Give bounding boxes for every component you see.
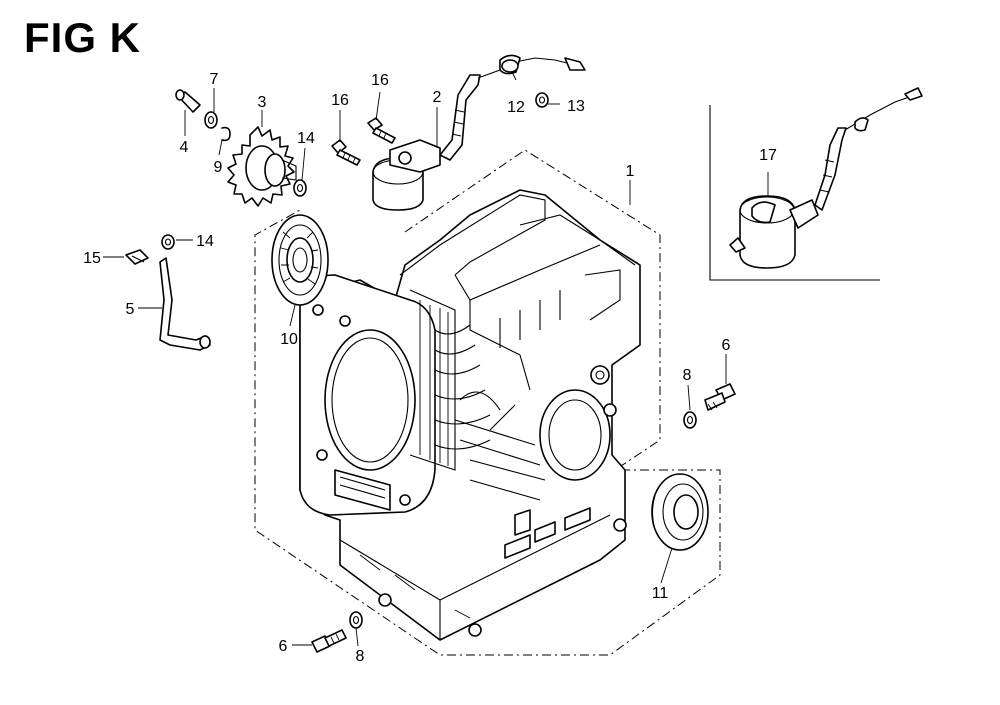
callout-7: 7 bbox=[210, 71, 219, 88]
inset-frame bbox=[709, 105, 880, 281]
crankcase-part-1 bbox=[299, 189, 641, 641]
callout-15: 15 bbox=[83, 250, 101, 267]
callout-2: 2 bbox=[433, 89, 442, 106]
nut-part-13 bbox=[535, 92, 549, 108]
bearing-part-10 bbox=[271, 214, 329, 306]
clip-part-9 bbox=[221, 126, 231, 142]
oil-seal-part-11 bbox=[651, 473, 709, 551]
grommet-part-12 bbox=[501, 59, 519, 73]
washer-part-7 bbox=[204, 111, 218, 129]
callout-17: 17 bbox=[759, 147, 777, 164]
callout-9: 9 bbox=[214, 159, 223, 176]
callout-16-left: 16 bbox=[331, 92, 349, 109]
callout-11: 11 bbox=[652, 585, 669, 602]
nut-part-14-lower bbox=[161, 234, 175, 250]
callout-14-upper: 14 bbox=[297, 130, 315, 147]
callout-labels: 7 3 4 9 14 16 16 2 12 13 1 17 15 14 5 10… bbox=[83, 71, 777, 665]
bolt-part-6-right bbox=[704, 383, 736, 411]
callout-1: 1 bbox=[626, 163, 635, 180]
oil-level-switch-part-2 bbox=[372, 54, 586, 211]
callout-6-right: 6 bbox=[722, 337, 731, 354]
washer-part-8-left bbox=[349, 611, 363, 629]
oil-alert-unit-part-17 bbox=[729, 87, 923, 269]
callout-16-right: 16 bbox=[371, 72, 389, 89]
crankcase-assembly-outline bbox=[254, 149, 721, 656]
callout-14-lower: 14 bbox=[196, 233, 214, 250]
callout-6-left: 6 bbox=[279, 638, 288, 655]
callout-4: 4 bbox=[180, 139, 189, 156]
callout-5: 5 bbox=[126, 301, 135, 318]
callout-3: 3 bbox=[258, 94, 267, 111]
callout-8-left: 8 bbox=[356, 648, 365, 665]
clip-part-15 bbox=[125, 249, 149, 265]
governor-gear-part-3 bbox=[227, 126, 297, 207]
governor-slider-part-4 bbox=[175, 89, 201, 113]
governor-arm-part-5 bbox=[159, 257, 211, 351]
washer-part-8-right bbox=[683, 411, 697, 429]
callout-10: 10 bbox=[280, 331, 298, 348]
bolt-part-16-right bbox=[367, 117, 396, 144]
callout-8-right: 8 bbox=[683, 367, 692, 384]
bolt-part-16-left bbox=[331, 139, 361, 166]
leader-lines bbox=[103, 71, 769, 647]
washer-part-14-upper bbox=[293, 179, 307, 197]
callout-13: 13 bbox=[567, 98, 585, 115]
figure-title: FIG K bbox=[24, 14, 141, 61]
callout-12: 12 bbox=[507, 99, 525, 116]
bolt-part-6-left bbox=[311, 629, 347, 653]
